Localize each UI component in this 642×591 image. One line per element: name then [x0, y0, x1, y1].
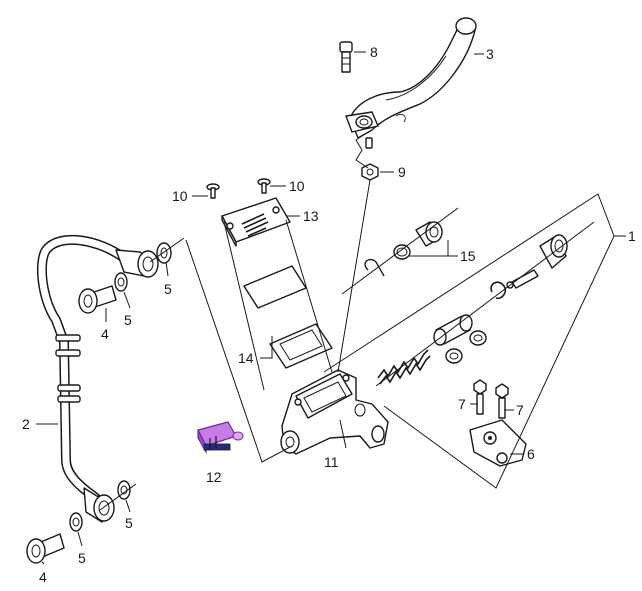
washer-upper-left	[114, 272, 128, 292]
callout-7-right: 7	[516, 402, 524, 418]
callout-9: 9	[398, 164, 406, 180]
piston-spring	[377, 349, 431, 385]
diaphragm-plate	[243, 265, 307, 309]
piston-seal	[469, 330, 487, 346]
holder-bolt-left	[473, 379, 487, 415]
lever-nut	[361, 163, 379, 181]
callout-7-left: 7	[458, 396, 466, 412]
callout-11: 11	[324, 454, 339, 470]
callout-10-left: 10	[172, 188, 188, 204]
callout-12: 12	[206, 469, 222, 485]
push-rod	[506, 269, 539, 289]
banjo-bolt-upper	[78, 285, 117, 314]
master-cylinder-body	[280, 369, 389, 455]
callout-2: 2	[22, 416, 30, 432]
piston-cup	[445, 348, 463, 364]
hose-clip	[364, 258, 385, 277]
banjo-bolt-lower	[26, 533, 65, 564]
o-ring	[393, 244, 411, 260]
pivot-pin	[365, 137, 373, 149]
diaphragm	[269, 323, 333, 369]
cap-screw-left	[206, 183, 220, 199]
cap-screw-right	[257, 178, 271, 194]
callout-5-upper-left: 5	[124, 312, 132, 328]
brake-switch	[197, 421, 244, 455]
lever-bolt	[339, 41, 353, 73]
callout-6: 6	[527, 446, 535, 462]
piston	[433, 314, 473, 346]
dust-boot	[539, 234, 568, 269]
leader-lines	[36, 51, 626, 565]
callout-14: 14	[238, 350, 254, 366]
washer-lower-left	[69, 512, 83, 532]
holder-bolt-right	[495, 383, 509, 419]
callout-10-right: 10	[289, 178, 305, 194]
callout-13: 13	[303, 208, 319, 224]
callout-8: 8	[370, 44, 378, 60]
callout-5-upper-right: 5	[164, 281, 172, 297]
callout-5-lower-right: 5	[125, 515, 133, 531]
callout-4-lower: 4	[39, 569, 47, 585]
cap-grille	[241, 213, 269, 237]
brake-lever	[345, 17, 477, 139]
callout-15: 15	[460, 248, 476, 264]
circlip	[490, 281, 507, 300]
brake-hose	[36, 234, 159, 523]
callout-labels: 1 2 3 4 4 5 5 5 5 6 7 7 8 9 10 10 11 12 …	[22, 44, 636, 585]
callout-5-lower-left: 5	[78, 550, 86, 566]
reservoir-cap	[221, 197, 291, 247]
callout-4-upper: 4	[101, 326, 109, 342]
callout-1: 1	[628, 228, 636, 244]
washer-upper-right	[156, 242, 172, 264]
callout-3: 3	[486, 46, 494, 62]
reservoir-fitting	[415, 221, 443, 247]
